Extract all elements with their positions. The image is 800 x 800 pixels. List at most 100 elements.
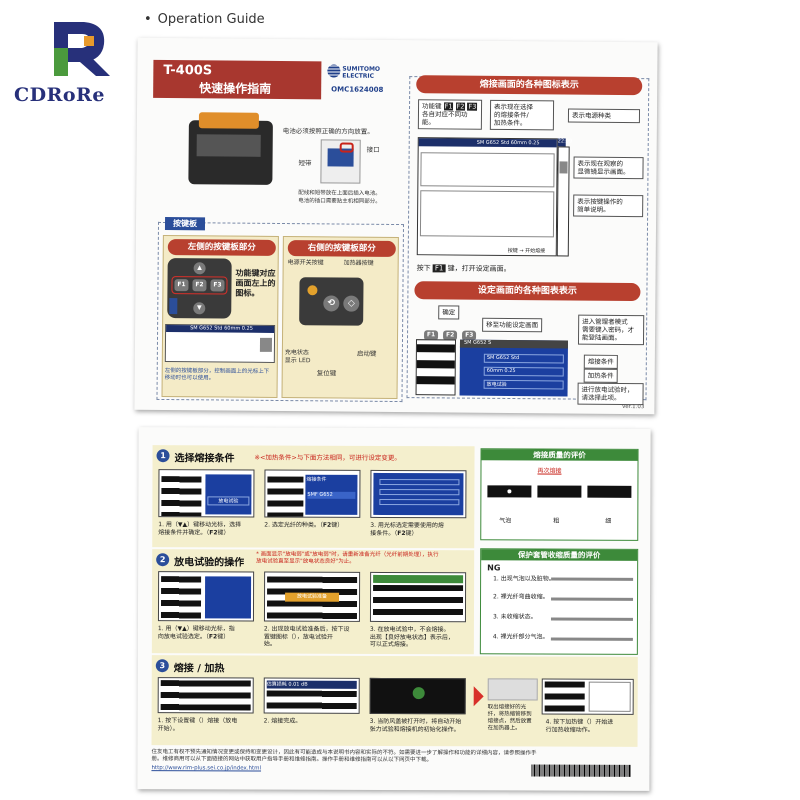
settings-menu-callout: 移至功能设定画面 (482, 317, 543, 333)
step-number-2: 2 (156, 553, 170, 567)
left-keypad-head: 左侧的按键板部分 (167, 239, 276, 256)
section-2-note: * 画面显示"放电弱"或"放电弱"时，请重新准备光纤（光纤前期处理），执行放电试… (256, 551, 439, 565)
updown-arrow-icon (169, 298, 178, 315)
step2-text-1: 1. 用（▼▲）键移动光标，指 向放电试验选定。（F2键） (157, 625, 235, 640)
step1-text-1: 1. 用（▼▲）键移动光标，选择 熔接条件并确定。（F2键） (158, 521, 242, 536)
section-arc-test: 2 放电试验的操作 * 画面显示"放电弱"或"放电弱"时，请重新准备光纤（光纤前… (151, 549, 475, 655)
f3-key[interactable]: F3 (210, 279, 225, 292)
power-type-callout: 表示电源种类 (567, 108, 641, 124)
right-keypad-image: ⟲ ◇ (299, 277, 364, 326)
doc-code: OMC1624008 (331, 85, 384, 94)
footer-link[interactable]: http://www.rim-plus.sei.co.jp/index.html (151, 765, 262, 772)
settings-keys: F1 F2 F3 (424, 321, 477, 341)
f1-key[interactable]: F1 (174, 279, 189, 292)
barcode-image (531, 764, 632, 777)
settings-screen: SM G652 S SM G652 Std 60mm 0.25 放电试验 (459, 339, 569, 397)
logo-text: CDRoRe (14, 84, 105, 106)
short-band-label: 短带 (298, 159, 312, 168)
step3-thumb-4 (541, 678, 634, 715)
step1-text-2: 2. 选定光纤的种类。（F2键） (264, 521, 344, 529)
led-label: 充电状态显示 LED (284, 349, 311, 365)
battery-desc: 配线和短带放在上面后插入电池。电池的插口需要贴主机相同部分。 (298, 190, 381, 205)
section-1-title: 选择熔接条件 (174, 453, 235, 465)
sleeve-quality-box: 保护套管收缩质量的评价 NG 1. 出现气泡以及脏物。 2. 裸光纤弯曲收缩。 … (479, 548, 639, 655)
splice-quality-box: 熔接质量的评价 再次熔接 气泡 粗 细 (480, 448, 639, 541)
step3-text-2: 2. 熔接完成。 (263, 717, 302, 725)
port-label: 接口 (366, 145, 380, 154)
screen-footer: 按键 → 开始熔接 (507, 247, 546, 255)
setting-heat[interactable]: 60mm 0.25 (483, 366, 564, 377)
arc-callout: 进行放电试验时，请选择此项。 (577, 382, 644, 406)
left-keypad-image: ▲ ▼ F1 F2 F3 (167, 258, 232, 319)
sleeve-item-2: 2. 裸光纤弯曲收缩。 (493, 593, 549, 601)
step3-text-1: 1. 按下设置键（）熔接（放电开始）。 (157, 717, 238, 732)
thick-image (537, 485, 582, 498)
power-key-label: 电源开关按键 (287, 259, 324, 267)
left-caption: 左侧的按键板部分，控制画面上的光标上下 移动时也可以使用。 (164, 367, 270, 382)
splice-screen-thumb: SM G652 Std 60mm 0.25 按键 → 开始熔接 (416, 137, 558, 257)
splice-callout: 熔接条件 (583, 354, 618, 369)
left-screen-thumb: SM G652 Std 60mm 0.25 (164, 323, 276, 363)
battery-section: 电池必须按照正确的方向放置。 接口 短带 配线和短带放在上面后插入电池。电池的插… (276, 119, 389, 215)
step2-thumb-1 (157, 571, 255, 622)
arrow-icon (473, 686, 484, 707)
start-key-label: 启动键 (356, 349, 377, 358)
ng-label: NG (487, 563, 501, 573)
reset-button[interactable]: ⟲ (323, 295, 340, 312)
sumitomo-logo-icon (327, 64, 341, 78)
step3-thumb-1 (157, 677, 254, 714)
splicer-machine-image (188, 112, 273, 185)
settings-panel-title: 设定画面的各种图表表示 (414, 281, 641, 302)
step2-thumb-2: 放电试验准备 (263, 571, 361, 622)
cdrore-logo-icon (54, 22, 110, 76)
setting-splice[interactable]: SM G652 Std (483, 353, 564, 364)
section-3-title: 熔接 / 加热 (173, 663, 225, 675)
right-keypad-head: 右侧的按键板部分 (287, 240, 396, 257)
bubble-image (487, 485, 532, 498)
step3-text-heat-prep: 取出熔接好的光纤，将热缩管移到 熔接点，然后放置在加热器上。 (487, 704, 532, 732)
sleeve-item-4: 4. 裸光纤部分气泡。 (492, 633, 549, 641)
sleeve-title: 保护套管收缩质量的评价 (481, 549, 638, 561)
step-number-1: 1 (156, 449, 170, 463)
battery-note: 电池必须按照正确的方向放置。 (282, 127, 374, 136)
battery-image (320, 139, 361, 184)
step2-text-2: 2. 出现放电试验准备后，按下设 置键图标（），放电试验开始。 (263, 625, 350, 648)
section-2-title: 放电试验的操作 (174, 557, 245, 569)
keypad-panel: 按键板 左侧的按键板部分 ▲ ▼ F1 F2 F3 功能键对应 画面左上的 图标… (156, 216, 405, 403)
start-button[interactable]: ◇ (343, 295, 360, 312)
guide-subtitle: 快速操作指南 (199, 81, 272, 96)
screen-side (556, 146, 570, 257)
settings-thumb-left (415, 339, 457, 396)
sleeve-item-1: 1. 出现气泡以及脏物。 (493, 575, 555, 583)
section-1-note: ※<加热条件>与下面方法相同，可进行设定变更。 (254, 453, 401, 463)
step1-text-3: 3. 用光标选定需要使用的熔 接条件。（F2键） (370, 521, 444, 537)
screen-time: 22:09 (557, 138, 573, 147)
step-number-3: 3 (155, 659, 169, 673)
header-banner: T-400S 快速操作指南 (153, 59, 322, 100)
f2-key[interactable]: F2 (192, 279, 207, 292)
step1-thumb-1: 放电试验 (158, 469, 255, 518)
reset-key-label: 复位键 (316, 369, 337, 378)
step3-text-4: 4. 按下加热键（）开始进行加热收缩动作。 (545, 718, 614, 734)
view-callout: 表示现在观察的显微镜显示画面。 (573, 156, 644, 180)
sleeve-item-3: 3. 未收缩状态。 (492, 613, 537, 621)
step3-thumb-3 (369, 677, 466, 715)
step1-thumb-3 (370, 469, 467, 519)
heater-key-label: 加热器按键 (343, 259, 374, 267)
left-keypad-box: 左侧的按键板部分 ▲ ▼ F1 F2 F3 功能键对应 画面左上的 图标。 (161, 234, 279, 398)
right-panels: 熔接画面的各种图标表示 功能键 F1 F2 F3 各自对应不同功 能。 表示现在… (406, 75, 650, 406)
step2-text-3: 3. 在放电试验中，不会熔接。出现【良好放电状态】表示后，可以正式熔接。 (369, 625, 454, 649)
func-key-callout: 功能键 F1 F2 F3 各自对应不同功 能。 (417, 99, 483, 130)
press-hint: 按下 F1 键，打开设定画面。 (416, 264, 511, 274)
confirm-callout: 确定 (438, 305, 460, 320)
section-splice-heat: 3 熔接 / 加热 估算损耗 0.01 dB 1. 按下设置键（）熔接（放电开始… (151, 655, 638, 747)
left-keypad-desc: 功能键对应 画面左上的 图标。 (235, 268, 276, 298)
label-thick: 粗 (553, 517, 560, 525)
setting-arc-test[interactable]: 放电试验 (483, 379, 564, 390)
section-select-condition: 1 选择熔接条件 ※<加热条件>与下面方法相同，可进行设定变更。 放电试验 熔接… (152, 445, 475, 549)
heater-image (487, 678, 538, 701)
admin-callout: 进入管理者模式 需要键入密码，才 能登陆画面。 (577, 314, 645, 346)
